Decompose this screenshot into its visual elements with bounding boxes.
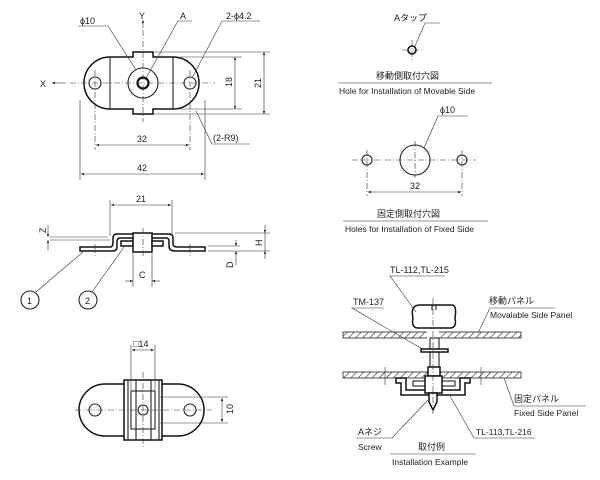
movable-panel-en: Movalable Side Panel bbox=[490, 310, 572, 320]
fixed-panel-en: Fixed Side Panel bbox=[514, 408, 578, 418]
part-1-callout bbox=[20, 290, 40, 310]
movable-panel-ja: 移動パネル bbox=[489, 295, 534, 306]
washer-part bbox=[120, 240, 134, 247]
part-2-callout bbox=[78, 290, 98, 310]
installation-example: TL-112,TL-215 TM-137 移動パネル Movalable Sid… bbox=[342, 265, 586, 467]
part-1-number: 1 bbox=[27, 296, 32, 306]
dim-21: 21 bbox=[253, 78, 263, 88]
tap-label: Aタップ bbox=[394, 13, 427, 23]
side-dim-21: 21 bbox=[136, 194, 146, 204]
washer-label: TM-137 bbox=[353, 297, 384, 307]
movable-side-hole-diagram: Aタップ 移動側取付穴図 Hole for Installation of Mo… bbox=[338, 13, 492, 96]
installation-title-ja: 取付例 bbox=[418, 441, 445, 452]
fixed-panel-ja: 固定パネル bbox=[514, 393, 559, 404]
fixed-phi10-label: ϕ10 bbox=[440, 105, 455, 115]
r9-label: (2-R9) bbox=[213, 133, 239, 143]
movable-title-ja: 移動側取付穴図 bbox=[376, 70, 439, 81]
dim-42: 42 bbox=[137, 163, 147, 173]
holes-label: 2-ϕ4.2 bbox=[226, 11, 252, 21]
fixed-title-ja: 固定側取付穴図 bbox=[377, 208, 440, 219]
c-label: C bbox=[139, 270, 146, 280]
washer-tm137 bbox=[420, 348, 449, 353]
phi10-label: ϕ10 bbox=[80, 16, 95, 26]
screw-ja-label: Aネジ bbox=[358, 427, 382, 437]
nut-part bbox=[132, 232, 153, 253]
installation-title-en: Installation Example bbox=[392, 457, 468, 467]
movable-title-en: Hole for Installation of Movable Side bbox=[339, 86, 475, 96]
x-axis-label: X bbox=[40, 79, 46, 89]
screw-en-label: Screw bbox=[358, 442, 382, 452]
knob-tl112 bbox=[411, 304, 457, 329]
z-label: Z bbox=[38, 227, 48, 233]
dim-32: 32 bbox=[137, 134, 147, 144]
bracket-profile bbox=[79, 233, 206, 252]
knob-label: TL-112,TL-215 bbox=[390, 265, 449, 275]
bracket-label: TL-113,TL-216 bbox=[476, 427, 532, 437]
fixed-title-en: Holes for Installation of Fixed Side bbox=[345, 224, 474, 234]
side-view: 21 Z H D C 1 2 bbox=[20, 194, 270, 310]
bracket-tl113 bbox=[395, 377, 471, 396]
fixed-dim-32: 32 bbox=[410, 181, 420, 191]
square14-label: □14 bbox=[133, 339, 148, 349]
dim-18: 18 bbox=[224, 77, 234, 87]
part-2-number: 2 bbox=[85, 296, 90, 306]
d-label: D bbox=[225, 261, 235, 268]
a-label: A bbox=[180, 11, 186, 21]
bottom-view: □14 10 bbox=[75, 339, 235, 448]
fixed-side-hole-diagram: ϕ10 32 固定側取付穴図 Holes for Installation of… bbox=[343, 105, 488, 234]
y-axis-label: Y bbox=[139, 11, 145, 21]
dim-10: 10 bbox=[225, 404, 235, 414]
top-view: X Y ϕ10 A 2-ϕ4.2 18 21 32 (2-R9) 42 bbox=[40, 11, 270, 180]
h-label: H bbox=[254, 240, 264, 247]
